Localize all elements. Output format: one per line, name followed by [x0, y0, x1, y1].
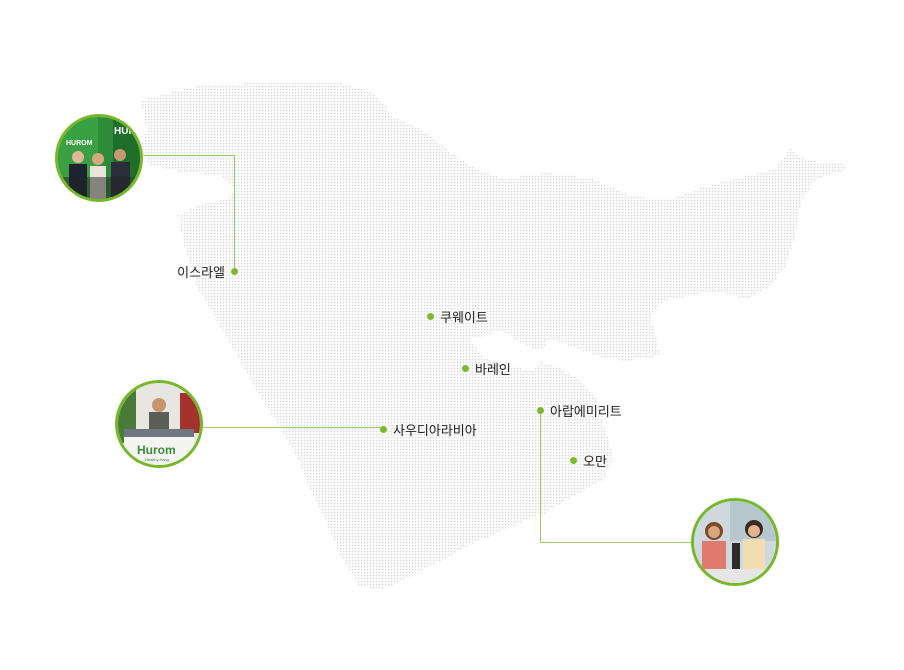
photo-israel[interactable]: HUR HUROM: [55, 114, 143, 202]
marker-bahrain[interactable]: 바레인: [462, 359, 511, 378]
leader-line-israel-v: [234, 155, 235, 270]
marker-kuwait[interactable]: 쿠웨이트: [427, 307, 488, 326]
marker-uae[interactable]: 아랍에미리트: [537, 401, 622, 420]
marker-israel[interactable]: 이스라엘: [177, 262, 238, 281]
country-label-israel: 이스라엘: [177, 266, 225, 281]
location-dot-oman: [570, 457, 577, 464]
location-dot-israel: [231, 268, 238, 275]
booth-logo-text: Hurom: [137, 443, 176, 457]
marker-saudi[interactable]: 사우디아라비아: [380, 420, 477, 439]
location-dot-uae: [537, 407, 544, 414]
svg-text:Healthy living: Healthy living: [145, 457, 169, 462]
marker-oman[interactable]: 오만: [570, 451, 607, 470]
location-dot-bahrain: [462, 365, 469, 372]
svg-text:HUR: HUR: [114, 126, 136, 137]
country-label-uae: 아랍에미리트: [550, 405, 622, 420]
leader-line-saudi: [200, 427, 384, 428]
booth-logo-text: HUROM: [66, 140, 93, 147]
country-label-oman: 오만: [583, 455, 607, 470]
photo-saudi[interactable]: Hurom Healthy living: [115, 380, 203, 468]
leader-line-israel-h: [143, 155, 235, 156]
leader-line-uae-h: [540, 542, 692, 543]
hurom-tv-show-photo-uae: [694, 501, 776, 583]
country-label-bahrain: 바레인: [475, 363, 511, 378]
country-label-saudi: 사우디아라비아: [393, 424, 477, 439]
country-label-kuwait: 쿠웨이트: [440, 311, 488, 326]
hurom-booth-photo-saudi: Hurom Healthy living: [118, 383, 200, 465]
hurom-booth-photo-israel: HUR HUROM: [58, 117, 140, 199]
location-dot-saudi: [380, 426, 387, 433]
location-dot-kuwait: [427, 313, 434, 320]
photo-uae[interactable]: [691, 498, 779, 586]
leader-line-uae-v: [540, 409, 541, 542]
